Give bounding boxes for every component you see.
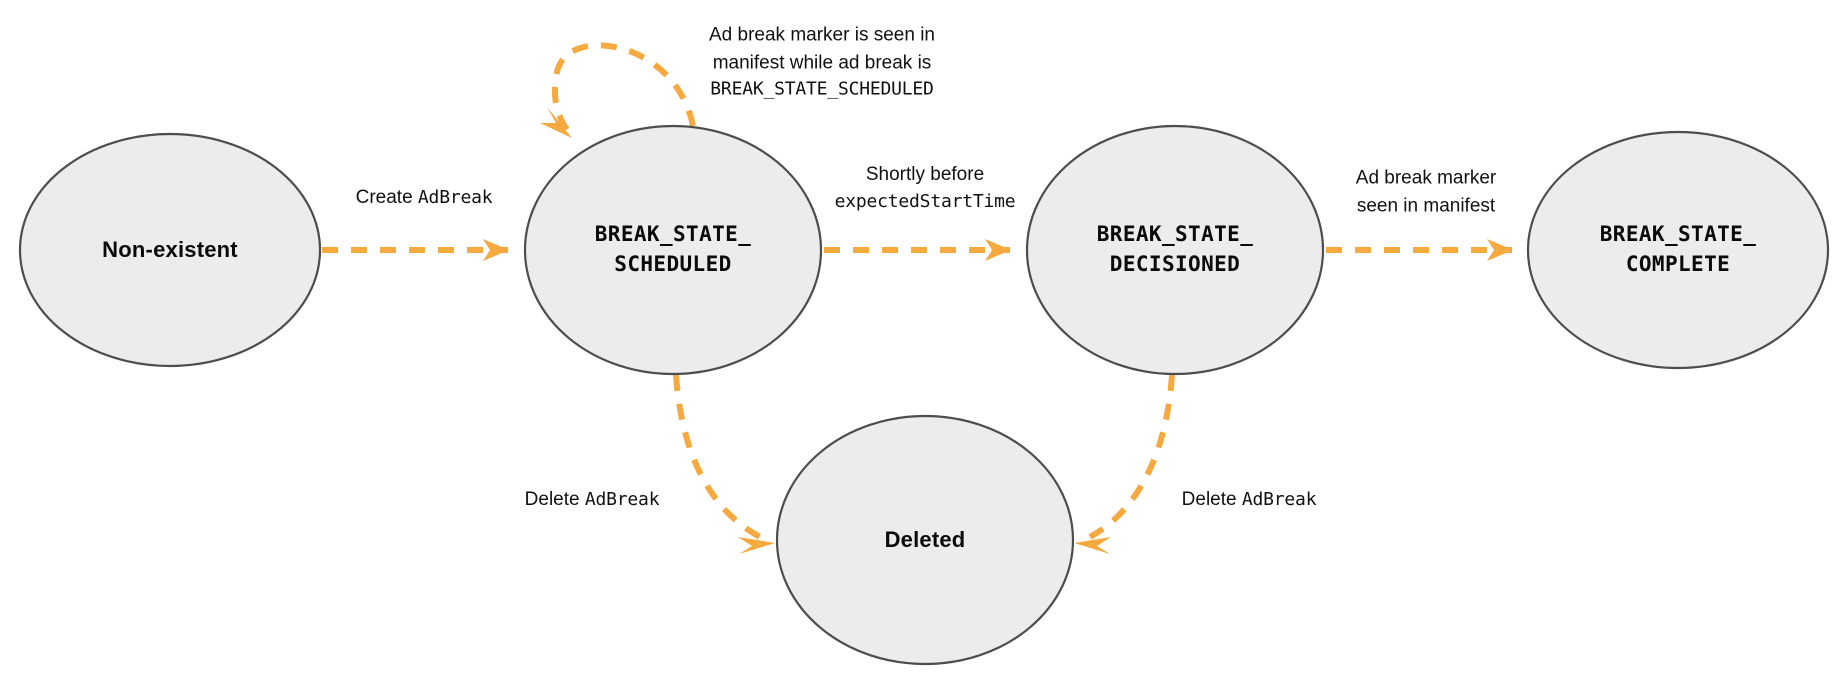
node-break-state-complete[interactable] (1526, 130, 1830, 370)
edge-ad-break-marker-seen-in-manifest[interactable] (1326, 239, 1513, 261)
edge-delete-left-line (673, 374, 762, 540)
edge-delete-adbreak-from-decisioned[interactable] (1074, 374, 1175, 554)
node-deleted[interactable] (775, 414, 1075, 666)
edge-create-adbreak[interactable] (322, 239, 509, 261)
edge-shortly-before-expectedstarttime[interactable] (824, 239, 1011, 261)
node-non-existent[interactable] (18, 132, 322, 368)
edge-delete-right-line (1088, 374, 1175, 540)
edge-self-loop-line (551, 42, 696, 133)
edge-self-loop-arrowhead (540, 107, 572, 138)
edge-shortly-before-arrowhead (985, 239, 1011, 261)
node-break-state-decisioned[interactable] (1025, 124, 1325, 376)
edge-self-loop-scheduled[interactable] (540, 42, 696, 138)
node-break-state-scheduled[interactable] (523, 124, 823, 376)
edge-create-adbreak-arrowhead (483, 239, 509, 261)
edge-delete-right-arrowhead (1074, 537, 1111, 554)
edge-marker-seen-arrowhead (1487, 239, 1513, 261)
edge-delete-adbreak-from-scheduled[interactable] (673, 374, 775, 554)
edge-delete-left-arrowhead (738, 537, 775, 554)
